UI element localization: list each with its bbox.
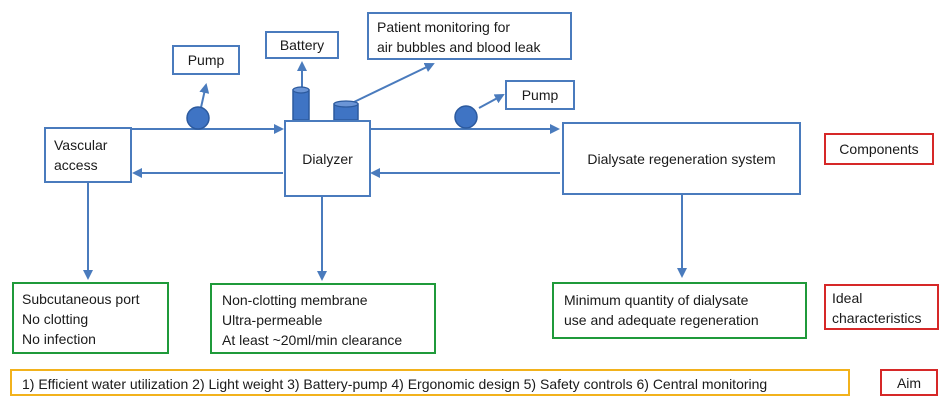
characteristics-access-box: Subcutaneous port No clotting No infecti…: [12, 282, 169, 354]
battery-label: Battery: [279, 37, 325, 53]
battery-icon: [292, 86, 310, 121]
vascular-access-line-1: Vascular: [54, 137, 108, 153]
patient-monitoring-box: Patient monitoring for air bubbles and b…: [367, 12, 572, 60]
pump-right-box: Pump: [505, 80, 575, 110]
characteristics-dialyzer-line-1: Non-clotting membrane: [222, 292, 368, 308]
pump-right-link: [478, 94, 505, 109]
dialysate-regeneration-box: Dialysate regeneration system: [562, 122, 801, 195]
dialysate-regeneration-label: Dialysate regeneration system: [587, 150, 776, 167]
patient-monitoring-line-2: air bubbles and blood leak: [377, 39, 541, 55]
characteristics-access-line-2: No clotting: [22, 311, 89, 327]
characteristics-dialysate-line-2: use and adequate regeneration: [564, 312, 759, 328]
monitor-link: [353, 62, 435, 103]
pump-left-icon: [186, 106, 210, 130]
characteristics-dialysate-box: Minimum quantity of dialysate use and ad…: [552, 282, 807, 339]
characteristics-access-line-3: No infection: [22, 331, 96, 347]
pump-right-icon: [454, 105, 478, 129]
characteristics-access-line-1: Subcutaneous port: [22, 291, 140, 307]
ideal-characteristics-label-box: Ideal characteristics: [824, 284, 939, 330]
characteristics-dialysate-line-1: Minimum quantity of dialysate: [564, 292, 749, 308]
dialyzer-box: Dialyzer: [284, 120, 371, 197]
pump-left-label: Pump: [187, 52, 225, 68]
aim-label-box: Aim: [880, 369, 938, 396]
components-label: Components: [839, 141, 919, 157]
vascular-access-box: Vascular access: [44, 127, 132, 183]
aim-label: Aim: [896, 374, 922, 391]
aim-box: 1) Efficient water utilization 2) Light …: [10, 369, 850, 396]
pump-left-box: Pump: [172, 45, 240, 75]
aim-text: 1) Efficient water utilization 2) Light …: [22, 376, 768, 392]
characteristics-dialyzer-line-3: At least ~20ml/min clearance: [222, 332, 403, 348]
ideal-label-line-1: Ideal: [832, 290, 863, 306]
patient-monitoring-line-1: Patient monitoring for: [377, 19, 511, 35]
characteristics-dialyzer-line-2: Ultra-permeable: [222, 312, 323, 328]
monitor-sensor-icon: [333, 100, 359, 121]
battery-box: Battery: [265, 31, 339, 59]
ideal-label-line-2: characteristics: [832, 310, 922, 326]
pump-right-label: Pump: [521, 87, 559, 103]
components-label-box: Components: [824, 133, 934, 165]
vascular-access-line-2: access: [54, 157, 98, 173]
dialyzer-label: Dialyzer: [302, 150, 353, 167]
characteristics-dialyzer-box: Non-clotting membrane Ultra-permeable At…: [210, 283, 436, 354]
